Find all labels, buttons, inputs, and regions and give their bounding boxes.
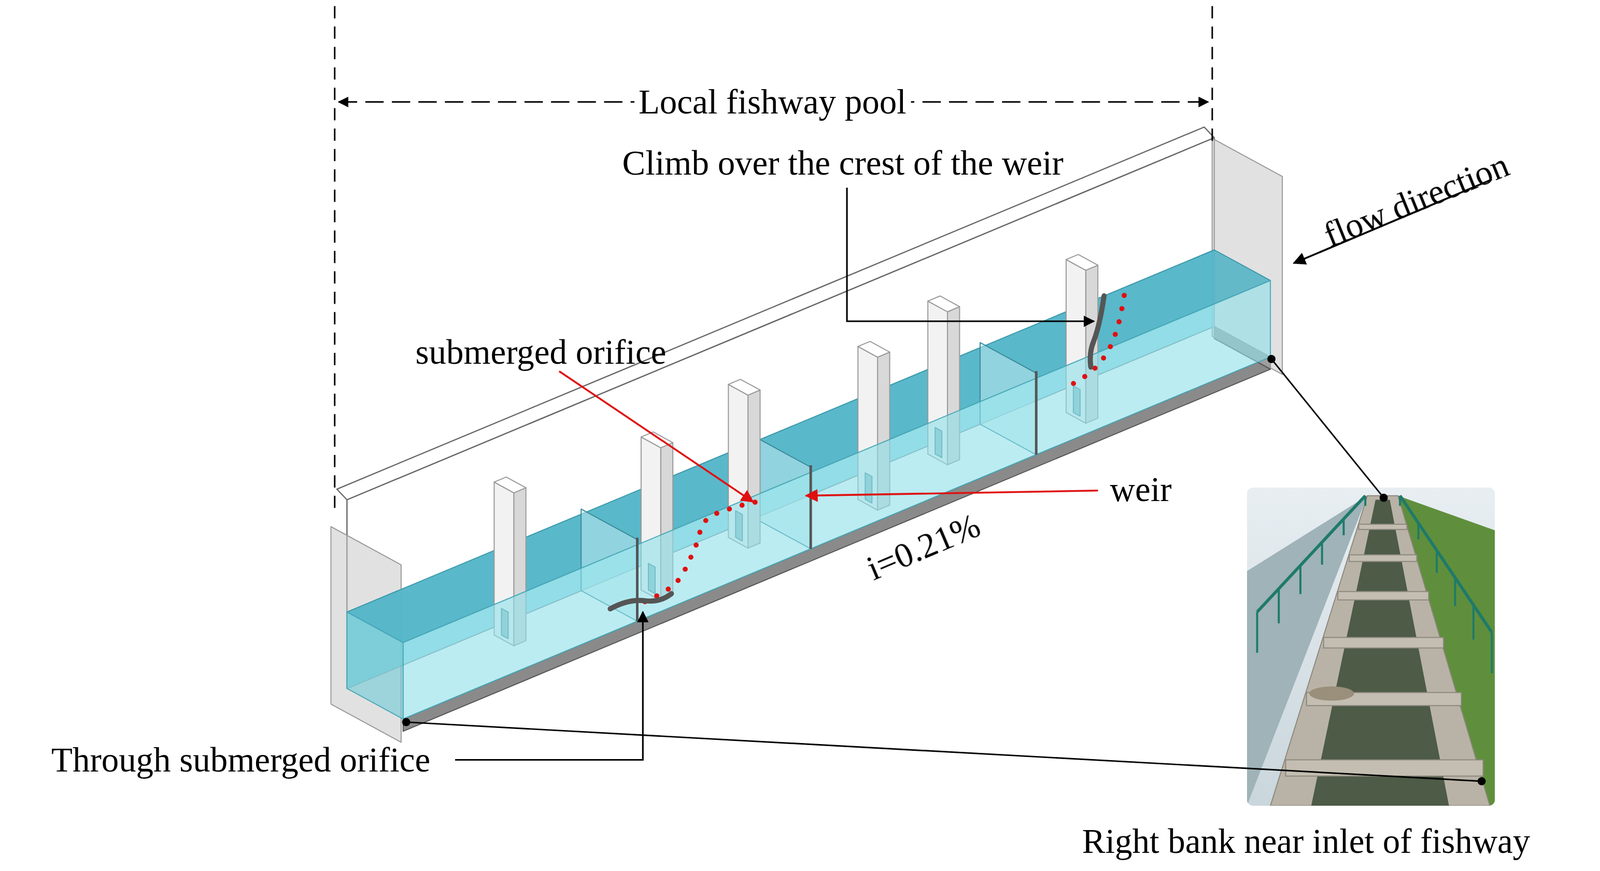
photo-railing-post <box>1490 632 1493 674</box>
fish-route <box>1073 293 1125 384</box>
leader-dot <box>402 718 411 727</box>
photo-caption: Right bank near inlet of fishway <box>1078 821 1535 862</box>
photo-beam <box>1358 524 1408 530</box>
callout-label: submerged orifice <box>411 332 671 373</box>
dimension-label: Local fishway pool <box>634 81 911 122</box>
weir-edge <box>1035 371 1038 455</box>
leader-lines <box>334 6 1493 786</box>
photo-railing-post <box>1256 612 1259 654</box>
photo-sky <box>1247 487 1495 806</box>
water-front <box>403 280 1271 719</box>
flow-label: flow direction <box>1314 143 1519 258</box>
weir-edge <box>635 537 639 622</box>
leader-dot <box>1477 777 1486 786</box>
photo-railing <box>1399 496 1492 633</box>
callout-label: Through submerged orifice <box>47 740 435 781</box>
slope-label: i=0.21% <box>857 503 990 591</box>
water-surface <box>346 249 1271 643</box>
leader-dot <box>1379 493 1389 503</box>
fish-route <box>644 501 758 602</box>
leader-line <box>1271 359 1384 499</box>
photo-beam <box>1337 591 1429 601</box>
fish <box>610 593 672 610</box>
water-end <box>346 612 403 720</box>
weir-edge <box>809 465 813 549</box>
photo-log <box>1309 686 1355 702</box>
photo-beam <box>1323 637 1444 648</box>
photo-railing-post <box>1417 522 1420 540</box>
site-photo <box>1247 487 1495 806</box>
photo-railing-post <box>1435 550 1438 573</box>
dimension-line <box>1211 6 1213 144</box>
photo-railing-post <box>1321 542 1324 565</box>
photo-railing-post <box>1453 577 1456 607</box>
leader-line <box>846 187 1094 322</box>
leader-line <box>559 371 754 502</box>
photo-beam <box>1349 555 1417 562</box>
baffle-top <box>857 341 890 358</box>
callout-label: Climb over the crest of the weir <box>618 143 1068 183</box>
dimension-line <box>333 6 336 511</box>
leader-line <box>805 490 1098 497</box>
baffle-top <box>1066 254 1098 271</box>
photo-beam <box>1285 759 1484 776</box>
leader-line <box>406 722 1482 782</box>
photo-railing-post <box>1342 519 1345 536</box>
photo-railing-post <box>1277 588 1280 624</box>
channel-drawing <box>330 126 1283 743</box>
photo-railing-post <box>1398 496 1401 507</box>
baffle-top <box>927 295 960 313</box>
photo-railing-post <box>1472 605 1475 641</box>
baffle-top <box>728 379 760 396</box>
photo-railing-post <box>1299 565 1302 594</box>
photo-walls <box>1270 496 1490 806</box>
leader-line <box>455 612 643 760</box>
baffle-top <box>493 477 526 494</box>
callout-label: weir <box>1106 469 1177 510</box>
leader-dot <box>1267 355 1276 364</box>
photo-railing <box>1257 496 1366 613</box>
photo-railing-post <box>1364 496 1367 507</box>
fish <box>1089 295 1104 368</box>
